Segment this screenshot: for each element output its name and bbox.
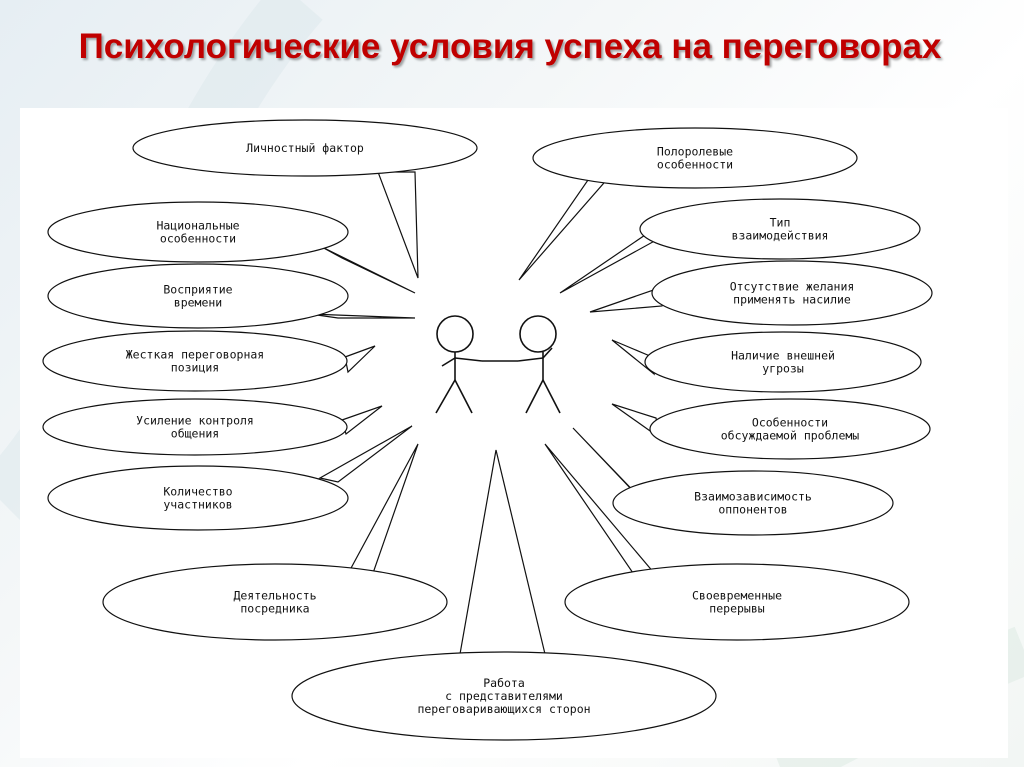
bubble-label: применять насилие: [733, 293, 851, 307]
bubbles-layer: Личностный факторНациональныеособенности…: [42, 119, 933, 741]
bubble-fill: [653, 262, 931, 324]
bubble-tail: [377, 171, 419, 279]
slide-title: Психологические условия успеха на перего…: [78, 27, 942, 66]
bubble-label: Наличие внешней: [731, 349, 835, 363]
bubble-label: участников: [163, 498, 232, 512]
bubble-tail: [319, 245, 416, 294]
bubble-fill: [534, 129, 856, 187]
bubble-label: общения: [171, 427, 219, 441]
bubble-label: Работа: [483, 676, 525, 690]
psychological-conditions-diagram: Личностный факторНациональныеособенности…: [42, 119, 933, 741]
bubble-label: Особенности: [752, 416, 828, 430]
bubble-fill: [651, 400, 929, 458]
bubble-label: взаимодействия: [732, 229, 829, 243]
bubble-fill: [646, 333, 920, 391]
bubble-label: Восприятие: [163, 283, 232, 297]
bubble-label: переговаривающихся сторон: [417, 702, 590, 716]
bubble-label: особенности: [160, 232, 236, 246]
bubble-fill: [44, 400, 346, 454]
bubble-label: Количество: [163, 485, 232, 499]
bubble-tail: [318, 425, 413, 483]
bubble-tail: [459, 449, 546, 655]
bubble-fill: [49, 467, 347, 529]
bubble-label: с представителями: [445, 689, 563, 703]
bubble-tail: [518, 175, 612, 281]
bubble-fill: [49, 265, 347, 327]
bubble-label: Своевременные: [692, 589, 782, 603]
bubble-label: Деятельность: [233, 589, 316, 603]
bubble-tail: [344, 345, 376, 374]
bubble-fill: [104, 565, 446, 639]
bubble-fill: [134, 121, 476, 175]
speech-bubble-b1: Личностный фактор: [132, 119, 478, 279]
bubble-label: угрозы: [762, 362, 804, 376]
bubble-fill: [566, 565, 908, 639]
bubble-tail: [309, 313, 416, 319]
bubble-fill: [293, 653, 715, 739]
bubble-label: обсуждаемой проблемы: [721, 429, 860, 443]
bubble-fill: [614, 472, 892, 534]
bubble-label: времени: [174, 296, 222, 310]
bubble-fill: [49, 203, 347, 261]
bubble-label: оппонентов: [718, 503, 787, 517]
bubble-label: Национальные: [156, 219, 239, 233]
bubble-fill: [641, 200, 919, 258]
bubble-label: Жесткая переговорная: [126, 348, 264, 362]
bubble-label: особенности: [657, 158, 733, 172]
bubble-label: Полоролевые: [657, 145, 733, 159]
bubble-label: позиция: [171, 361, 219, 375]
bubble-label: Усиление контроля: [136, 414, 254, 428]
bubble-label: Отсутствие желания: [730, 280, 855, 294]
two-people-handshake-icon: [435, 315, 561, 414]
bubble-label: перерывы: [709, 602, 764, 616]
bubble-tail: [341, 405, 383, 436]
bubble-label: Личностный фактор: [246, 141, 364, 155]
bubble-fill: [44, 332, 346, 390]
bubble-label: Взаимозависимость: [694, 490, 812, 504]
bubble-label: Тип: [770, 216, 791, 230]
bubble-label: посредника: [240, 602, 309, 616]
